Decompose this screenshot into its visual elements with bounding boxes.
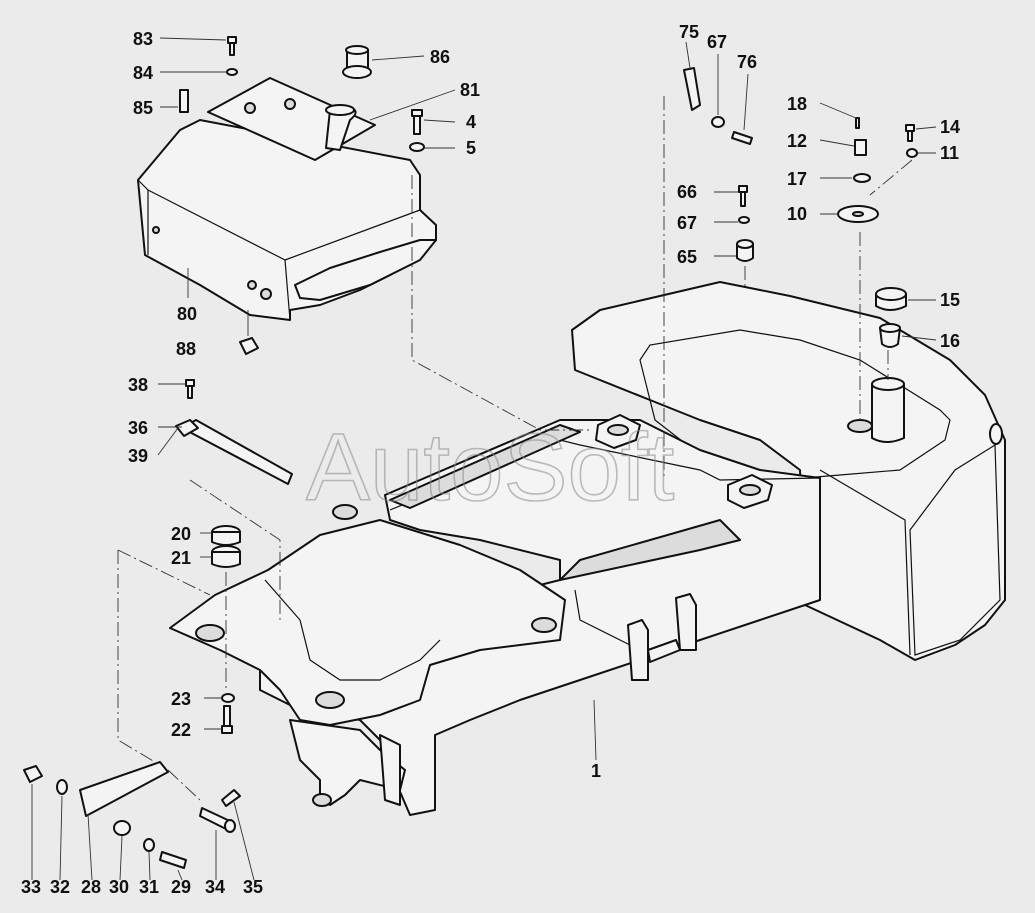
callout-83: 83 bbox=[133, 29, 153, 49]
callout-76: 76 bbox=[737, 52, 757, 72]
callout-11: 11 bbox=[940, 143, 959, 163]
assembly-lines bbox=[117, 96, 913, 801]
callout-12: 12 bbox=[787, 131, 807, 151]
callout-18: 18 bbox=[787, 94, 807, 114]
callout-32: 32 bbox=[50, 877, 70, 897]
callout-84: 84 bbox=[133, 63, 153, 83]
callout-33: 33 bbox=[21, 877, 41, 897]
small-parts bbox=[23, 36, 918, 869]
callout-67-top: 67 bbox=[707, 32, 727, 52]
callout-65: 65 bbox=[677, 247, 697, 267]
callout-34: 34 bbox=[205, 877, 225, 897]
watermark-text: AutoSoft bbox=[306, 414, 674, 521]
callout-21: 21 bbox=[171, 548, 191, 568]
callout-20: 20 bbox=[171, 524, 191, 544]
callout-86: 86 bbox=[430, 47, 450, 67]
callout-81: 81 bbox=[460, 80, 480, 100]
callout-30: 30 bbox=[109, 877, 129, 897]
callout-29: 29 bbox=[171, 877, 191, 897]
main-frame bbox=[169, 281, 1006, 816]
callout-15: 15 bbox=[940, 290, 960, 310]
callout-1: 1 bbox=[591, 761, 601, 781]
callout-39: 39 bbox=[128, 446, 148, 466]
callout-4: 4 bbox=[466, 112, 476, 132]
callout-88: 88 bbox=[176, 339, 196, 359]
callout-28: 28 bbox=[81, 877, 101, 897]
callout-14: 14 bbox=[940, 117, 960, 137]
callout-67-mid: 67 bbox=[677, 213, 697, 233]
callout-85: 85 bbox=[133, 98, 153, 118]
callout-38: 38 bbox=[128, 375, 148, 395]
callout-80: 80 bbox=[177, 304, 197, 324]
callout-22: 22 bbox=[171, 720, 191, 740]
callout-16: 16 bbox=[940, 331, 960, 351]
callout-23: 23 bbox=[171, 689, 191, 709]
callout-75: 75 bbox=[679, 22, 699, 42]
callout-36: 36 bbox=[128, 418, 148, 438]
callout-5: 5 bbox=[466, 138, 476, 158]
callout-31: 31 bbox=[139, 877, 159, 897]
callout-labels: 83 84 85 86 81 4 5 80 88 75 67 76 66 67 … bbox=[21, 22, 960, 897]
callout-66: 66 bbox=[677, 182, 697, 202]
callout-17: 17 bbox=[787, 169, 807, 189]
callout-35: 35 bbox=[243, 877, 263, 897]
leader-lines bbox=[31, 37, 937, 881]
hood-cover bbox=[137, 77, 437, 321]
callout-10: 10 bbox=[787, 204, 807, 224]
